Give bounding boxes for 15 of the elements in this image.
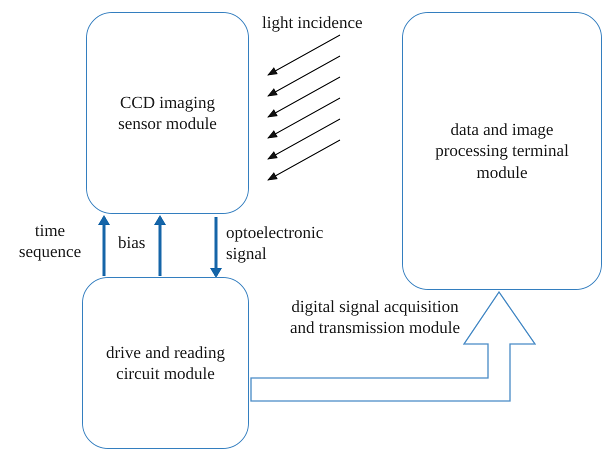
- module-label: data and image processing terminal module: [434, 119, 570, 183]
- arrow: [98, 215, 110, 276]
- edge-label: optoelectronic signal: [226, 222, 324, 264]
- block-arrow: [250, 290, 536, 402]
- module-label: CCD imaging sensor module: [117, 92, 218, 134]
- module-label: drive and reading circuit module: [105, 342, 226, 384]
- module-box: [86, 12, 249, 214]
- light-incidence-label: light incidence: [262, 12, 363, 34]
- edge-label: digital signal acquisition and transmission module: [289, 296, 461, 338]
- arrow: [210, 217, 222, 278]
- module-box: [82, 277, 249, 449]
- edge-label: bias: [118, 232, 146, 254]
- module-box: [402, 12, 602, 290]
- arrow: [154, 215, 166, 276]
- edge-label: time sequence: [18, 220, 82, 262]
